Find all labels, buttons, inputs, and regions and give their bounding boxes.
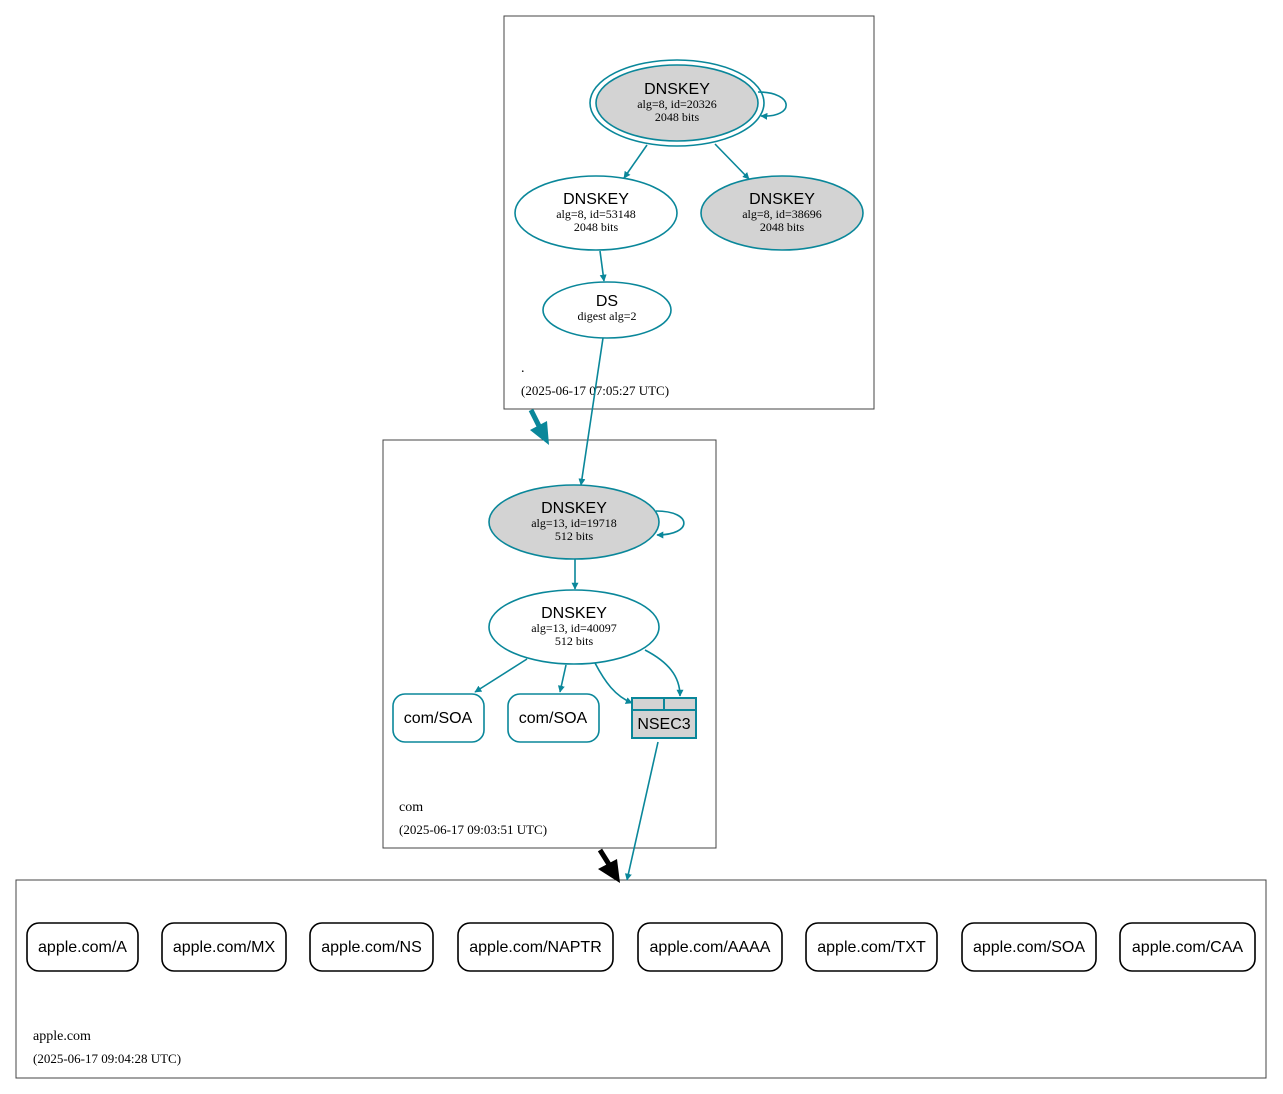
zone-com-timestamp: (2025-06-17 09:03:51 UTC) (399, 822, 547, 837)
zone-root-box (503, 15, 875, 410)
com-nsec3-node[interactable]: NSEC3 (631, 697, 697, 739)
com-soa-label-1: com/SOA (404, 710, 473, 727)
apple-record-label: apple.com/SOA (973, 939, 1085, 956)
root-ds-line1: digest alg=2 (577, 309, 636, 323)
apple-record-label: apple.com/A (38, 939, 127, 956)
apple-record-node[interactable]: apple.com/AAAA (637, 922, 783, 972)
com-zsk-line2: 512 bits (555, 634, 594, 648)
zone-root-name: . (521, 361, 525, 376)
edge-com-zsk-nsec3-b (644, 649, 684, 697)
apple-record-label: apple.com/NAPTR (469, 939, 602, 956)
apple-records: apple.com/A apple.com/MX apple.com/NS apple… (26, 922, 1256, 972)
com-zsk-node[interactable]: DNSKEY alg=13, id=40097 512 bits (488, 589, 660, 665)
apple-record-label: apple.com/MX (173, 939, 276, 956)
edge-com-zsk-nsec3-a (594, 662, 633, 704)
com-nsec3-label: NSEC3 (637, 716, 690, 733)
root-ksk-title: DNSKEY (644, 81, 710, 98)
com-ksk-node[interactable]: DNSKEY alg=13, id=19718 512 bits (488, 484, 660, 560)
com-ksk-line2: 512 bits (555, 529, 594, 543)
apple-record-node[interactable]: apple.com/NS (309, 922, 434, 972)
apple-record-node[interactable]: apple.com/NAPTR (457, 922, 614, 972)
com-ksk-title: DNSKEY (541, 500, 607, 517)
edge-nsec3-apple (624, 741, 659, 881)
edge-com-zsk-soa2 (557, 664, 567, 693)
apple-record-label: apple.com/NS (321, 939, 422, 956)
edge-root-ksk-ksk2 (714, 143, 750, 180)
zone-com-name: com (399, 800, 423, 815)
com-soa-node-2[interactable]: com/SOA (507, 693, 600, 743)
apple-record-node[interactable]: apple.com/MX (161, 922, 287, 972)
com-soa-label-2: com/SOA (519, 710, 588, 727)
edge-com-zsk-soa1 (474, 658, 528, 693)
apple-record-node[interactable]: apple.com/CAA (1119, 922, 1256, 972)
root-ksk-line2: 2048 bits (655, 110, 700, 124)
edge-root-ksk-zsk (623, 144, 648, 179)
apple-record-node[interactable]: apple.com/TXT (805, 922, 938, 972)
com-zsk-line1: alg=13, id=40097 (531, 621, 617, 635)
apple-record-label: apple.com/AAAA (650, 939, 771, 956)
root-zsk-node[interactable]: DNSKEY alg=8, id=53148 2048 bits (514, 175, 678, 251)
apple-record-node[interactable]: apple.com/SOA (961, 922, 1097, 972)
root-ksk2-title: DNSKEY (749, 191, 815, 208)
edge-com-ksk-self (655, 510, 685, 539)
edge-root-zsk-ds (599, 250, 607, 282)
root-ksk2-line1: alg=8, id=38696 (742, 207, 822, 221)
edge-ds-com-ksk (578, 337, 604, 486)
root-zsk-title: DNSKEY (563, 191, 629, 208)
apple-record-node[interactable]: apple.com/A (26, 922, 139, 972)
root-ds-node[interactable]: DS digest alg=2 (542, 281, 672, 339)
zone-apple-name: apple.com (33, 1029, 91, 1044)
apple-record-label: apple.com/CAA (1132, 939, 1243, 956)
com-ksk-line1: alg=13, id=19718 (531, 516, 617, 530)
root-zsk-line2: 2048 bits (574, 220, 619, 234)
root-ksk-node[interactable]: DNSKEY alg=8, id=20326 2048 bits (589, 59, 765, 147)
zone-apple-timestamp: (2025-06-17 09:04:28 UTC) (33, 1051, 181, 1066)
com-zsk-title: DNSKEY (541, 605, 607, 622)
com-soa-node-1[interactable]: com/SOA (392, 693, 485, 743)
root-ksk2-node[interactable]: DNSKEY alg=8, id=38696 2048 bits (700, 175, 864, 251)
zone-apple-box (15, 879, 1267, 1079)
root-ksk2-line2: 2048 bits (760, 220, 805, 234)
delegation-com-apple-arrow (597, 848, 620, 883)
delegation-root-com-arrow (528, 408, 549, 445)
apple-record-label: apple.com/TXT (817, 939, 926, 956)
root-zsk-line1: alg=8, id=53148 (556, 207, 636, 221)
root-ksk-line1: alg=8, id=20326 (637, 97, 717, 111)
edge-root-ksk-self (757, 91, 787, 120)
root-ds-title: DS (596, 293, 618, 310)
zone-com-box (382, 439, 717, 849)
